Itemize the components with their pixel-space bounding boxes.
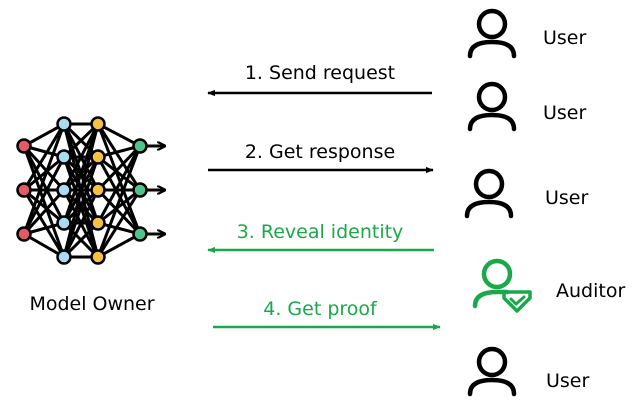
- network-connection: [22, 188, 66, 236]
- network-connection: [22, 123, 66, 191]
- actor-label: Auditor: [556, 280, 625, 302]
- actor-label: User: [546, 370, 589, 392]
- network-connection: [97, 232, 141, 259]
- network-connection: [62, 123, 100, 191]
- network-connection: [97, 155, 141, 192]
- network-connection: [96, 188, 142, 236]
- network-connection: [62, 189, 100, 258]
- network-node: [90, 182, 106, 198]
- network-connection: [22, 189, 66, 258]
- network-node: [56, 249, 72, 265]
- network-connection: [96, 189, 142, 258]
- network-connection: [62, 221, 100, 259]
- neural-network-icon: [16, 116, 165, 265]
- network-node: [56, 182, 72, 198]
- model-owner-label: Model Owner: [29, 293, 154, 315]
- step-label: 2. Get response: [245, 141, 395, 163]
- network-node: [90, 116, 106, 132]
- network-node: [56, 149, 72, 165]
- network-node: [56, 116, 72, 132]
- step-label: 3. Reveal identity: [237, 221, 404, 243]
- auditor-icon: [472, 258, 532, 313]
- protocol-steps: 1. Send request 2. Get response 3. Reveal …: [207, 62, 441, 331]
- step-label: 1. Send request: [245, 62, 395, 84]
- network-connection: [22, 123, 66, 235]
- step-label: 4. Get proof: [263, 298, 378, 320]
- network-node: [90, 249, 106, 265]
- network-node: [132, 182, 148, 198]
- network-connection: [62, 156, 100, 258]
- user-icon: [467, 346, 517, 397]
- user-icon: [467, 81, 517, 132]
- actor-label: User: [545, 187, 588, 209]
- network-connection: [96, 145, 142, 258]
- network-connection: [62, 123, 100, 258]
- network-connection: [62, 122, 100, 159]
- network-connection: [96, 123, 142, 191]
- network-node: [16, 138, 32, 154]
- network-connection: [97, 188, 141, 225]
- network-connection: [22, 144, 66, 192]
- shield-check-icon: [502, 290, 532, 313]
- network-connection: [96, 123, 142, 235]
- network-connection: [23, 155, 65, 192]
- network-node: [90, 149, 106, 165]
- network-node: [56, 215, 72, 231]
- network-node: [90, 215, 106, 231]
- actor-label: User: [543, 27, 586, 49]
- network-connection: [22, 145, 66, 258]
- network-connection: [22, 145, 66, 224]
- network-node: [16, 182, 32, 198]
- network-connection: [96, 144, 142, 192]
- network-node: [16, 226, 32, 242]
- network-connection: [96, 145, 142, 224]
- actor-label: User: [543, 102, 586, 124]
- network-connection: [97, 122, 141, 148]
- user-icon: [467, 8, 517, 59]
- network-node: [132, 226, 148, 242]
- network-connection: [96, 156, 142, 235]
- user-icon: [464, 168, 514, 219]
- network-connection: [23, 188, 65, 225]
- network-connection: [22, 156, 66, 235]
- network-node: [132, 138, 148, 154]
